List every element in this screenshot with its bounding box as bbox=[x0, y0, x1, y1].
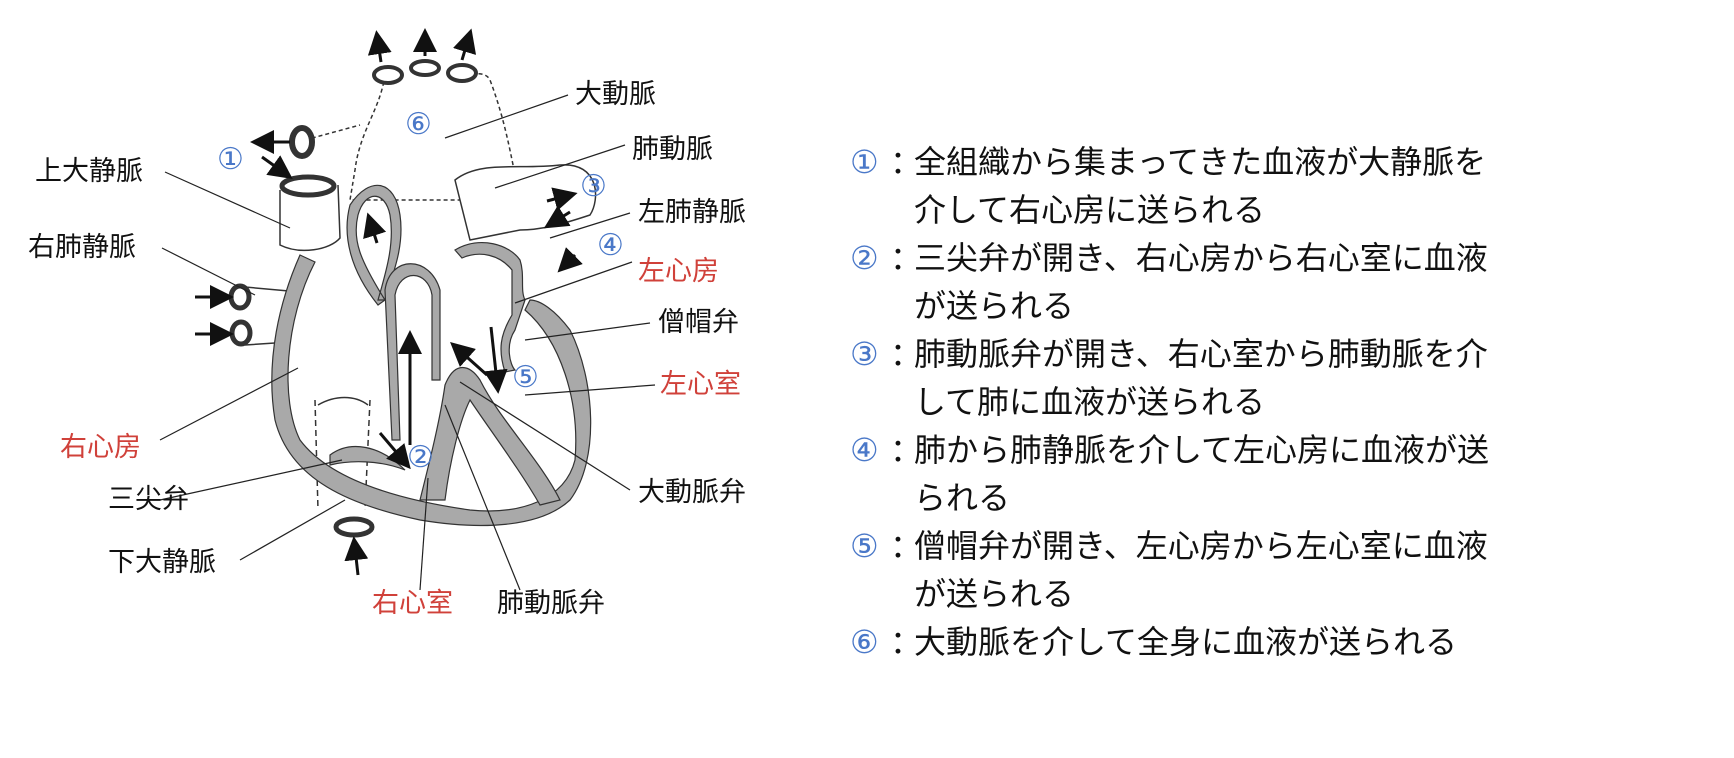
legend-line: が送られる bbox=[850, 282, 1489, 330]
legend-text: 肺から肺静脈を介して左心房に血液が送 bbox=[914, 431, 1490, 469]
legend-text: 全組織から集まってきた血液が大静脈を bbox=[914, 143, 1487, 181]
legend-line: ⑤ ：僧帽弁が開き、左心房から左心室に血液 bbox=[850, 522, 1489, 570]
label-aorta: 大動脈 bbox=[575, 79, 656, 110]
marker-4: ④ bbox=[597, 228, 624, 263]
legend-item: ⑤ ：僧帽弁が開き、左心房から左心室に血液が送られる bbox=[850, 522, 1489, 618]
legend-item: ③ ：肺動脈弁が開き、右心室から肺動脈を介して肺に血液が送られる bbox=[850, 330, 1489, 426]
heart-walls bbox=[271, 184, 592, 527]
flow-arrows bbox=[195, 28, 583, 576]
legend-item: ④ ：肺から肺静脈を介して左心房に血液が送られる bbox=[850, 426, 1489, 522]
label-right-pulmonary-vein: 右肺静脈 bbox=[28, 232, 136, 263]
legend-line: 介して右心房に送られる bbox=[850, 186, 1489, 234]
marker-3: ③ bbox=[580, 169, 607, 204]
legend-separator: ： bbox=[890, 335, 923, 373]
legend-item: ② ：三尖弁が開き、右心房から右心室に血液が送られる bbox=[850, 234, 1489, 330]
legend-separator: ： bbox=[890, 527, 923, 565]
legend-line: して肺に血液が送られる bbox=[850, 378, 1489, 426]
legend-separator: ： bbox=[890, 239, 923, 277]
legend-text: が送られる bbox=[914, 575, 1075, 613]
legend-item: ⑥ ：大動脈を介して全身に血液が送られる bbox=[850, 618, 1489, 666]
legend-text: 介して右心房に送られる bbox=[914, 191, 1266, 229]
legend-text: 大動脈を介して全身に血液が送られる bbox=[914, 623, 1458, 661]
legend-number: ⑥ bbox=[850, 623, 879, 661]
label-left-atrium: 左心房 bbox=[638, 256, 719, 287]
label-left-pulmonary-vein: 左肺静脈 bbox=[638, 197, 746, 228]
legend-line: ⑥ ：大動脈を介して全身に血液が送られる bbox=[850, 618, 1489, 666]
label-pulmonary-artery: 肺動脈 bbox=[632, 134, 713, 165]
legend-item: ① ：全組織から集まってきた血液が大静脈を介して右心房に送られる bbox=[850, 138, 1489, 234]
legend-text: られる bbox=[914, 479, 1011, 517]
label-superior-vena-cava: 上大静脈 bbox=[35, 156, 143, 187]
legend-text: 僧帽弁が開き、左心房から左心室に血液 bbox=[914, 527, 1488, 565]
label-mitral-valve: 僧帽弁 bbox=[658, 307, 739, 338]
label-pulmonary-valve: 肺動脈弁 bbox=[497, 588, 605, 619]
legend-number: ② bbox=[850, 239, 879, 277]
label-aortic-valve: 大動脈弁 bbox=[638, 477, 746, 508]
legend-separator: ： bbox=[890, 143, 923, 181]
legend-line: られる bbox=[850, 474, 1489, 522]
legend-text: して肺に血液が送られる bbox=[914, 383, 1266, 421]
marker-2: ② bbox=[407, 440, 434, 475]
legend-line: ① ：全組織から集まってきた血液が大静脈を bbox=[850, 138, 1489, 186]
marker-6: ⑥ bbox=[405, 107, 432, 142]
marker-1: ① bbox=[217, 142, 244, 177]
legend-separator: ： bbox=[890, 623, 923, 661]
legend-text: 肺動脈弁が開き、右心室から肺動脈を介 bbox=[914, 335, 1488, 373]
legend-text: 三尖弁が開き、右心房から右心室に血液 bbox=[914, 239, 1488, 277]
leader-lines bbox=[159, 94, 656, 591]
label-left-ventricle: 左心室 bbox=[660, 369, 741, 400]
legend-line: ③ ：肺動脈弁が開き、右心室から肺動脈を介 bbox=[850, 330, 1489, 378]
legend-number: ⑤ bbox=[850, 527, 879, 565]
legend-number: ④ bbox=[850, 431, 879, 469]
legend-number: ③ bbox=[850, 335, 879, 373]
label-right-ventricle: 右心室 bbox=[372, 588, 453, 619]
vessels bbox=[228, 59, 597, 538]
legend-number: ① bbox=[850, 143, 879, 181]
marker-5: ⑤ bbox=[512, 360, 539, 395]
legend-line: が送られる bbox=[850, 570, 1489, 618]
label-tricuspid-valve: 三尖弁 bbox=[108, 484, 189, 515]
legend-separator: ： bbox=[890, 431, 923, 469]
legend-line: ④ ：肺から肺静脈を介して左心房に血液が送 bbox=[850, 426, 1489, 474]
label-right-atrium: 右心房 bbox=[60, 432, 141, 463]
label-inferior-vena-cava: 下大静脈 bbox=[108, 547, 216, 578]
legend-text: が送られる bbox=[914, 287, 1075, 325]
legend-line: ② ：三尖弁が開き、右心房から右心室に血液 bbox=[850, 234, 1489, 282]
